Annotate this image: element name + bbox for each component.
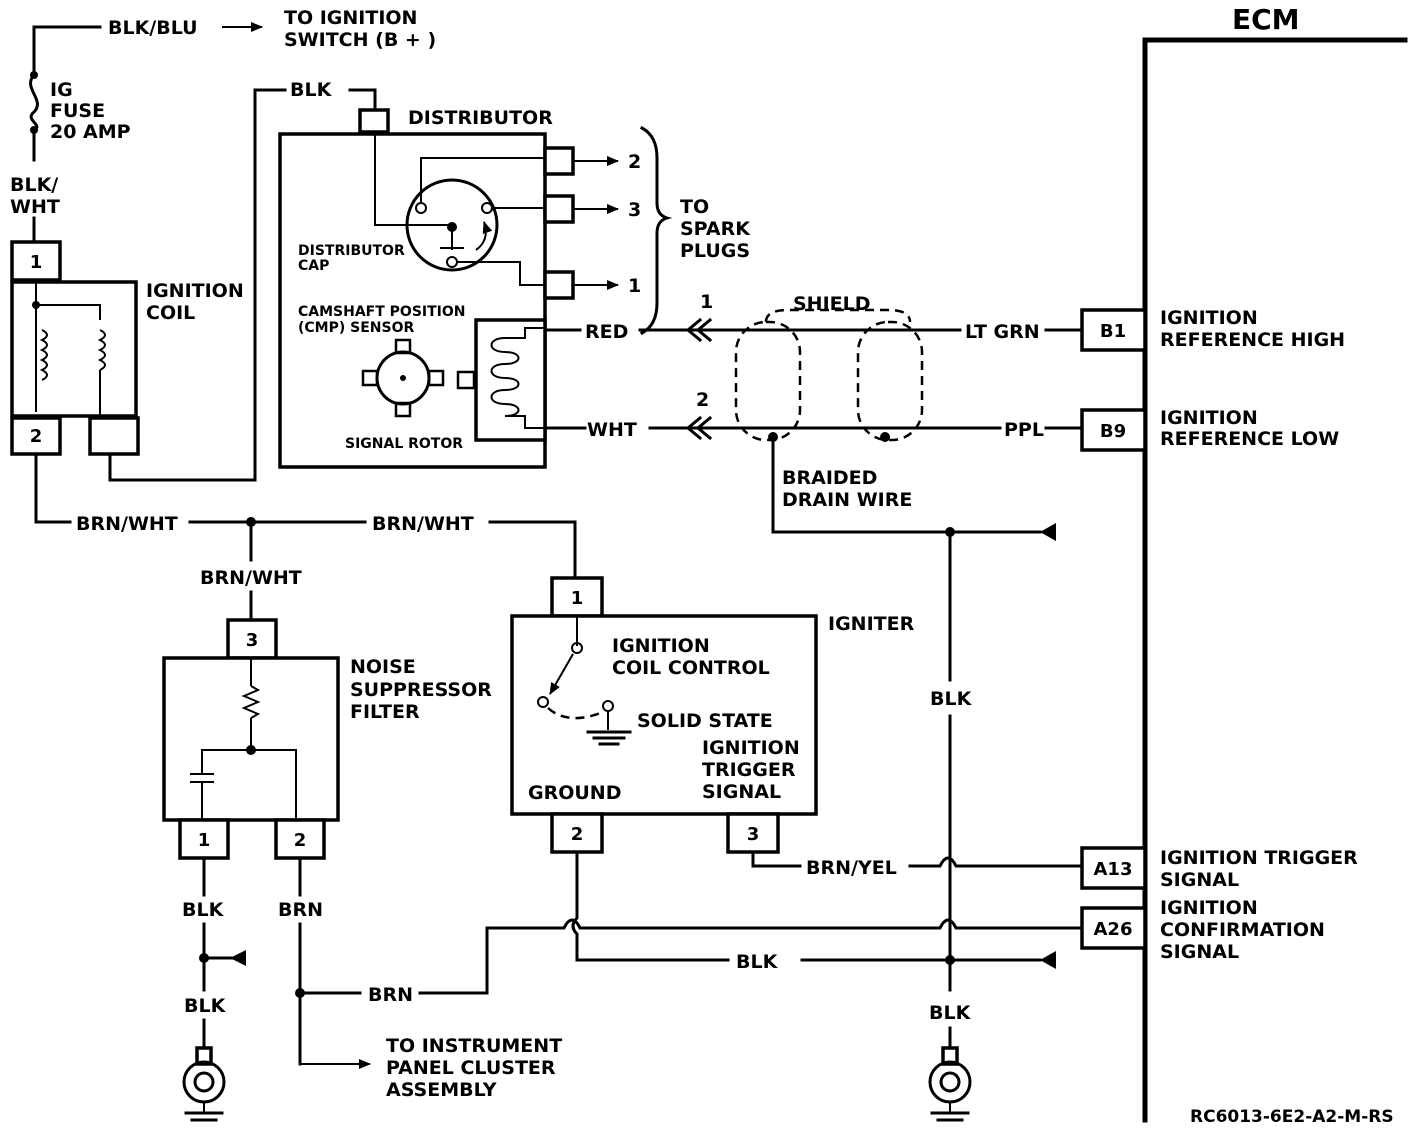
supply-circuit: BLK/BLU TO IGNITION SWITCH (B + ) IG FUS… (10, 7, 436, 244)
drain-wire-label-2: DRAIN WIRE (782, 489, 912, 511)
distributor-cap-label-2: CAP (298, 258, 329, 274)
igniter-label: IGNITER (828, 613, 915, 635)
wire-label-lt-grn: LT GRN (965, 321, 1040, 343)
shielded-reference-wires: RED LT GRN 1 WHT PPL 2 SHIELD BRAIDED DR… (543, 291, 1084, 541)
spark-plugs-label-3: PLUGS (680, 240, 750, 262)
wire-label-red: RED (585, 321, 628, 343)
wire-label-blk-filter-2: BLK (184, 995, 227, 1017)
wire-label-blk-filter-1: BLK (182, 899, 225, 921)
svg-text:IGNITION: IGNITION (1160, 897, 1258, 919)
trigger-circuit: BRN/YEL (751, 850, 1084, 879)
svg-text:A13: A13 (1094, 859, 1133, 880)
trigger-signal-label-2: TRIGGER (702, 759, 796, 781)
ecm-pin-a13: A13 IGNITION TRIGGER SIGNAL (1080, 846, 1358, 891)
distributor-cap-label: DISTRIBUTOR (298, 243, 405, 259)
distributor: DISTRIBUTOR 2 3 1 TO SPARK PLUGS DISTRIB… (278, 107, 751, 469)
svg-text:1: 1 (198, 830, 211, 851)
ecm-pin-b1: B1 IGNITION REFERENCE HIGH (1080, 307, 1345, 352)
ignition-coil-label-2: COIL (146, 302, 195, 324)
spark-plugs-label: TO (680, 196, 709, 218)
ignition-coil-label: IGNITION (146, 280, 244, 302)
cluster-label: TO INSTRUMENT (386, 1035, 562, 1057)
ecm-pin-b9: B9 IGNITION REFERENCE LOW (1080, 407, 1339, 452)
igniter-ground-circuit: BLK (571, 850, 1056, 973)
svg-text:SIGNAL: SIGNAL (1160, 869, 1239, 891)
diagram-code: RC6013-6E2-A2-M-RS (1190, 1107, 1394, 1127)
wire-label-wht: WHT (587, 419, 637, 441)
svg-text:IGNITION: IGNITION (1160, 307, 1258, 329)
brn-cluster-circuit: BRN BRN TO INSTRUMENT PANEL CLUSTER ASSE… (278, 856, 1084, 1101)
svg-text:A26: A26 (1094, 919, 1133, 940)
svg-text:SIGNAL: SIGNAL (1160, 941, 1239, 963)
wire-label-blk-wht-2: WHT (10, 196, 60, 218)
filter-label-3: FILTER (350, 701, 420, 723)
ignition-coil-control-label: IGNITION (612, 635, 710, 657)
svg-text:IGNITION TRIGGER: IGNITION TRIGGER (1160, 847, 1358, 869)
filter-label-2: SUPPRESSOR (350, 679, 492, 701)
wire-label-blk-wht: BLK/ (10, 174, 58, 196)
wire-label-brn-filter: BRN (278, 899, 323, 921)
shield-label: SHIELD (793, 293, 871, 315)
svg-text:1: 1 (571, 588, 584, 609)
svg-text:IGNITION: IGNITION (1160, 407, 1258, 429)
svg-text:2: 2 (628, 151, 641, 173)
drain-wire-label: BRAIDED (782, 467, 877, 489)
ignition-switch-label: TO IGNITION (284, 7, 417, 29)
distributor-label: DISTRIBUTOR (408, 107, 553, 129)
noise-suppressor-filter: 3 1 2 NOISE SUPPRESSOR FILTER (162, 618, 492, 860)
cmp-sensor-label: CAMSHAFT POSITION (298, 304, 466, 320)
igniter: 1 2 3 IGNITER IGNITION COIL CONTROL SOLI… (510, 576, 915, 854)
ecm-pin-a26: A26 IGNITION CONFIRMATION SIGNAL (1080, 897, 1325, 963)
svg-text:3: 3 (246, 630, 259, 651)
ignition-coil-control-label-2: COIL CONTROL (612, 657, 770, 679)
svg-text:2: 2 (294, 830, 307, 851)
ecm-title: ECM (1232, 3, 1300, 36)
filter-label: NOISE (350, 656, 416, 678)
wire-label-brn-wht-right: BRN/WHT (372, 513, 474, 535)
svg-text:B9: B9 (1100, 421, 1126, 442)
wire-label-brn-yel: BRN/YEL (806, 857, 897, 879)
ignition-coil: 1 2 IGNITION COIL BLK (10, 79, 377, 482)
blk-ground-drop: BLK BLK (928, 530, 973, 1122)
svg-text:1: 1 (628, 275, 641, 297)
trigger-signal-label: IGNITION (702, 737, 800, 759)
cmp-sensor-label-2: (CMP) SENSOR (298, 320, 414, 336)
svg-text:2: 2 (30, 426, 43, 447)
filter-ground-circuit: BLK BLK (182, 856, 246, 1122)
wire-label-brn-wht-down: BRN/WHT (200, 567, 302, 589)
cluster-label-3: ASSEMBLY (386, 1079, 497, 1101)
trigger-signal-label-3: SIGNAL (702, 781, 781, 803)
wire-label-blk-distributor: BLK (290, 79, 333, 101)
svg-text:2: 2 (571, 824, 584, 845)
fuse-rating: 20 AMP (50, 121, 131, 143)
wire-label-blk-blu: BLK/BLU (108, 17, 198, 39)
wire-label-blk-right-vertical: BLK (930, 688, 973, 710)
svg-text:CONFIRMATION: CONFIRMATION (1160, 919, 1325, 941)
spark-plugs-label-2: SPARK (680, 218, 751, 240)
wire-label-ppl: PPL (1004, 419, 1044, 441)
svg-text:2: 2 (696, 389, 709, 411)
solid-state-label: SOLID STATE (637, 710, 773, 732)
svg-text:REFERENCE LOW: REFERENCE LOW (1160, 428, 1339, 450)
wire-label-brn-wht-left: BRN/WHT (76, 513, 178, 535)
fuse-label: IG (50, 79, 73, 101)
svg-text:3: 3 (628, 199, 641, 221)
svg-text:1: 1 (700, 291, 713, 313)
svg-text:REFERENCE HIGH: REFERENCE HIGH (1160, 329, 1345, 351)
svg-text:3: 3 (747, 824, 760, 845)
wire-label-blk-igniter-ground: BLK (736, 951, 779, 973)
signal-rotor-label: SIGNAL ROTOR (345, 436, 463, 452)
svg-text:B1: B1 (1100, 321, 1126, 342)
ecm-block: ECM B1 IGNITION REFERENCE HIGH B9 IGNITI… (1080, 3, 1408, 1123)
fuse-label-2: FUSE (50, 100, 105, 122)
cluster-label-2: PANEL CLUSTER (386, 1057, 556, 1079)
brn-wht-bus: BRN/WHT BRN/WHT BRN/WHT (34, 452, 577, 622)
igniter-ground-label: GROUND (528, 782, 621, 804)
ignition-switch-label-2: SWITCH (B + ) (284, 29, 436, 51)
wire-label-brn-horizontal: BRN (368, 984, 413, 1006)
wire-label-blk-ground-right: BLK (929, 1002, 972, 1024)
svg-text:1: 1 (30, 252, 43, 273)
